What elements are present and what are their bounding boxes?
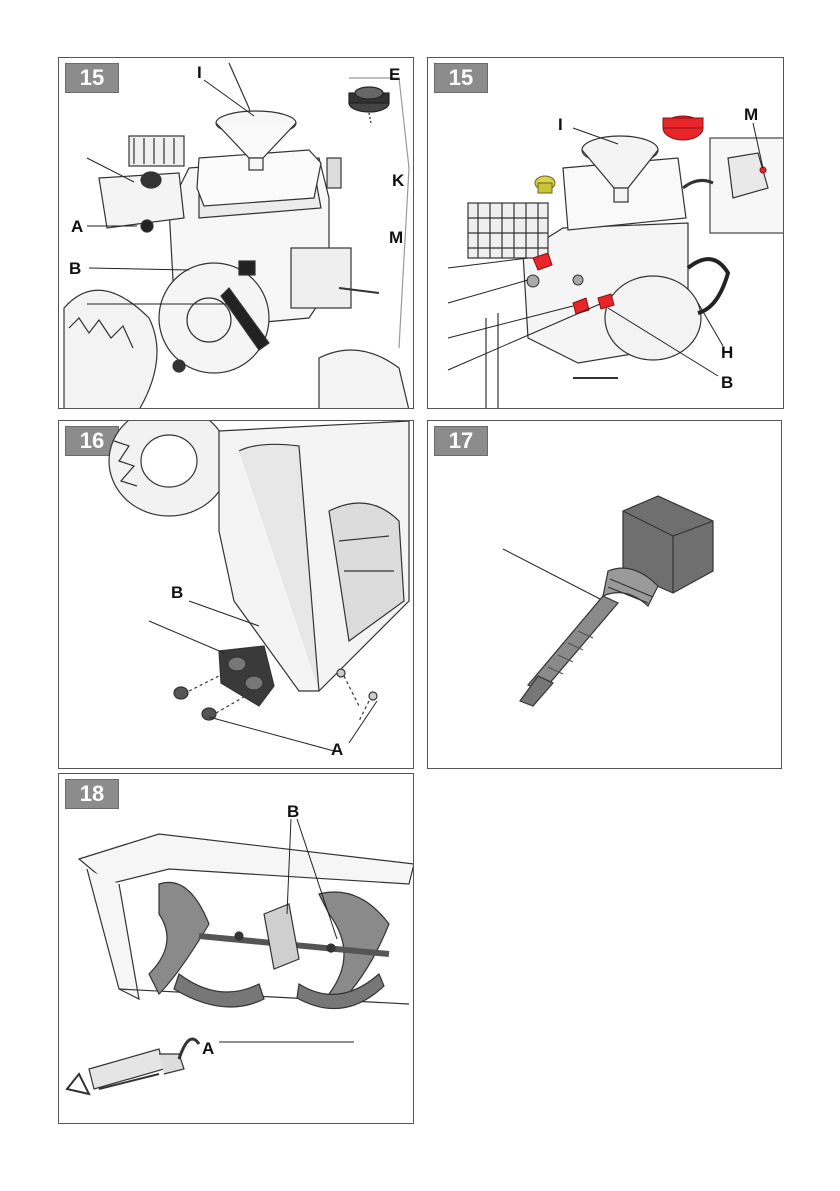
- label-M: M: [389, 228, 403, 247]
- label-B: B: [287, 802, 299, 821]
- label-H: H: [721, 343, 733, 362]
- figure-17-dipstick-panel: 17: [427, 420, 782, 769]
- figure-16-skid-panel: 16: [58, 420, 414, 769]
- engine-highlight-illustration: I M H B: [428, 58, 784, 409]
- label-B: B: [171, 583, 183, 602]
- label-A: A: [202, 1039, 214, 1058]
- dipstick-illustration: [428, 421, 782, 769]
- label-M: M: [744, 105, 758, 124]
- label-E: E: [389, 65, 400, 84]
- figure-15-highlight-panel: 15: [427, 57, 784, 409]
- label-K: K: [392, 171, 405, 190]
- figure-18-auger-panel: 18: [58, 773, 414, 1124]
- engine-illustration: I E K A M B: [59, 58, 414, 409]
- label-I: I: [558, 115, 563, 134]
- label-A: A: [331, 740, 343, 759]
- label-I: I: [197, 63, 202, 82]
- label-A: A: [71, 217, 83, 236]
- label-B: B: [69, 259, 81, 278]
- label-B: B: [721, 373, 733, 392]
- skid-shoe-illustration: B A: [59, 421, 414, 769]
- auger-illustration: B A: [59, 774, 414, 1124]
- figure-15-engine-panel: 15: [58, 57, 414, 409]
